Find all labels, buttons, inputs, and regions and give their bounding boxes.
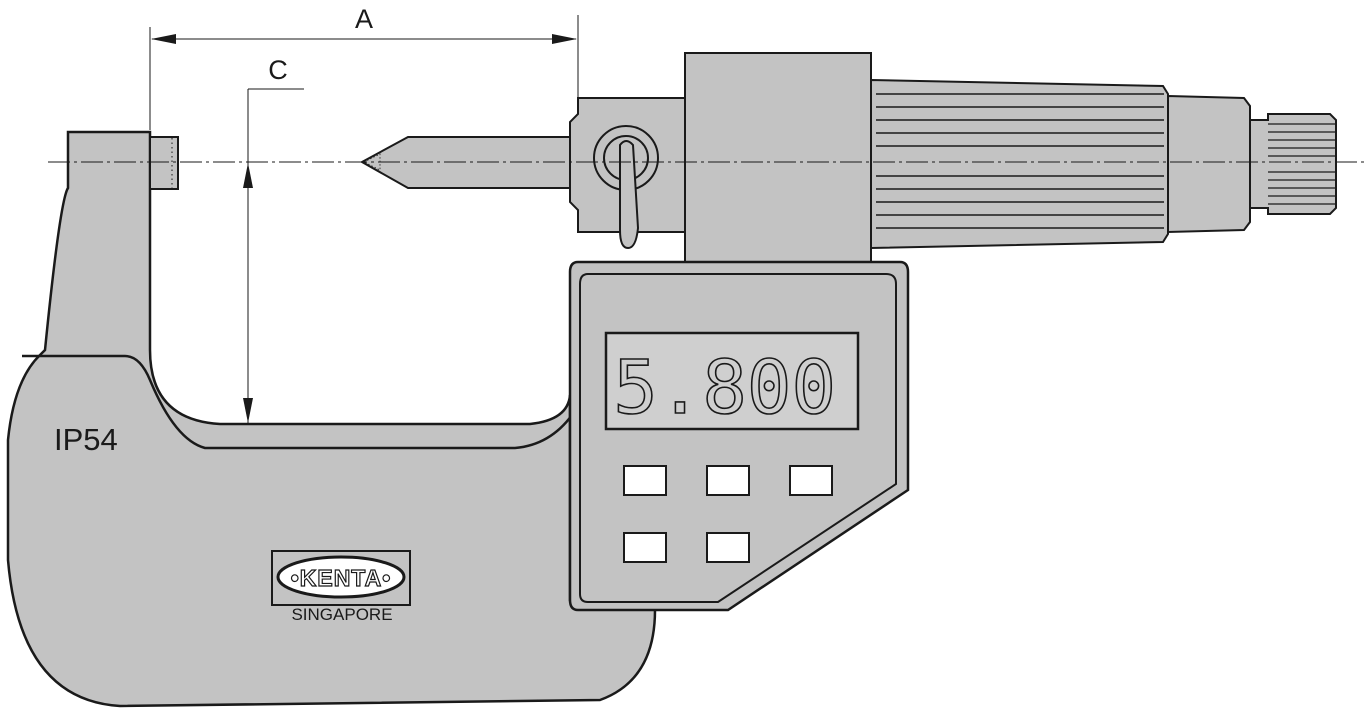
button-1[interactable] bbox=[623, 465, 667, 496]
button-5[interactable] bbox=[706, 532, 750, 563]
thimble-ribs bbox=[876, 93, 1164, 229]
logo-oval bbox=[276, 555, 406, 599]
button-4[interactable] bbox=[623, 532, 667, 563]
brand-logo: •KENTA• SINGAPORE bbox=[271, 550, 411, 624]
ip-rating-label: IP54 bbox=[54, 422, 118, 457]
button-2[interactable] bbox=[706, 465, 750, 496]
logo-brand-text: •KENTA• bbox=[291, 565, 392, 591]
ratchet-knurl bbox=[1268, 123, 1336, 205]
frame-groove bbox=[22, 354, 574, 450]
dim-a-arrow-right bbox=[552, 34, 577, 44]
sleeve-block bbox=[684, 52, 872, 266]
ratchet-knob[interactable] bbox=[1249, 113, 1337, 215]
frame-body bbox=[6, 130, 657, 708]
dim-a-arrow-left bbox=[151, 34, 176, 44]
dim-c-label: C bbox=[268, 55, 288, 85]
logo-country-text: SINGAPORE bbox=[291, 605, 392, 624]
anvil bbox=[149, 136, 179, 190]
dim-c-arrow-top bbox=[243, 163, 253, 188]
dim-c-arrow-bottom bbox=[243, 398, 253, 423]
lcd-screen bbox=[604, 331, 860, 431]
thimble[interactable] bbox=[870, 78, 1169, 250]
button-3[interactable] bbox=[789, 465, 833, 496]
lcd-reading: 5.800 bbox=[613, 345, 836, 431]
ratchet-body bbox=[1167, 94, 1251, 234]
lock-lever[interactable] bbox=[619, 140, 640, 250]
dim-a-label: A bbox=[355, 4, 373, 34]
